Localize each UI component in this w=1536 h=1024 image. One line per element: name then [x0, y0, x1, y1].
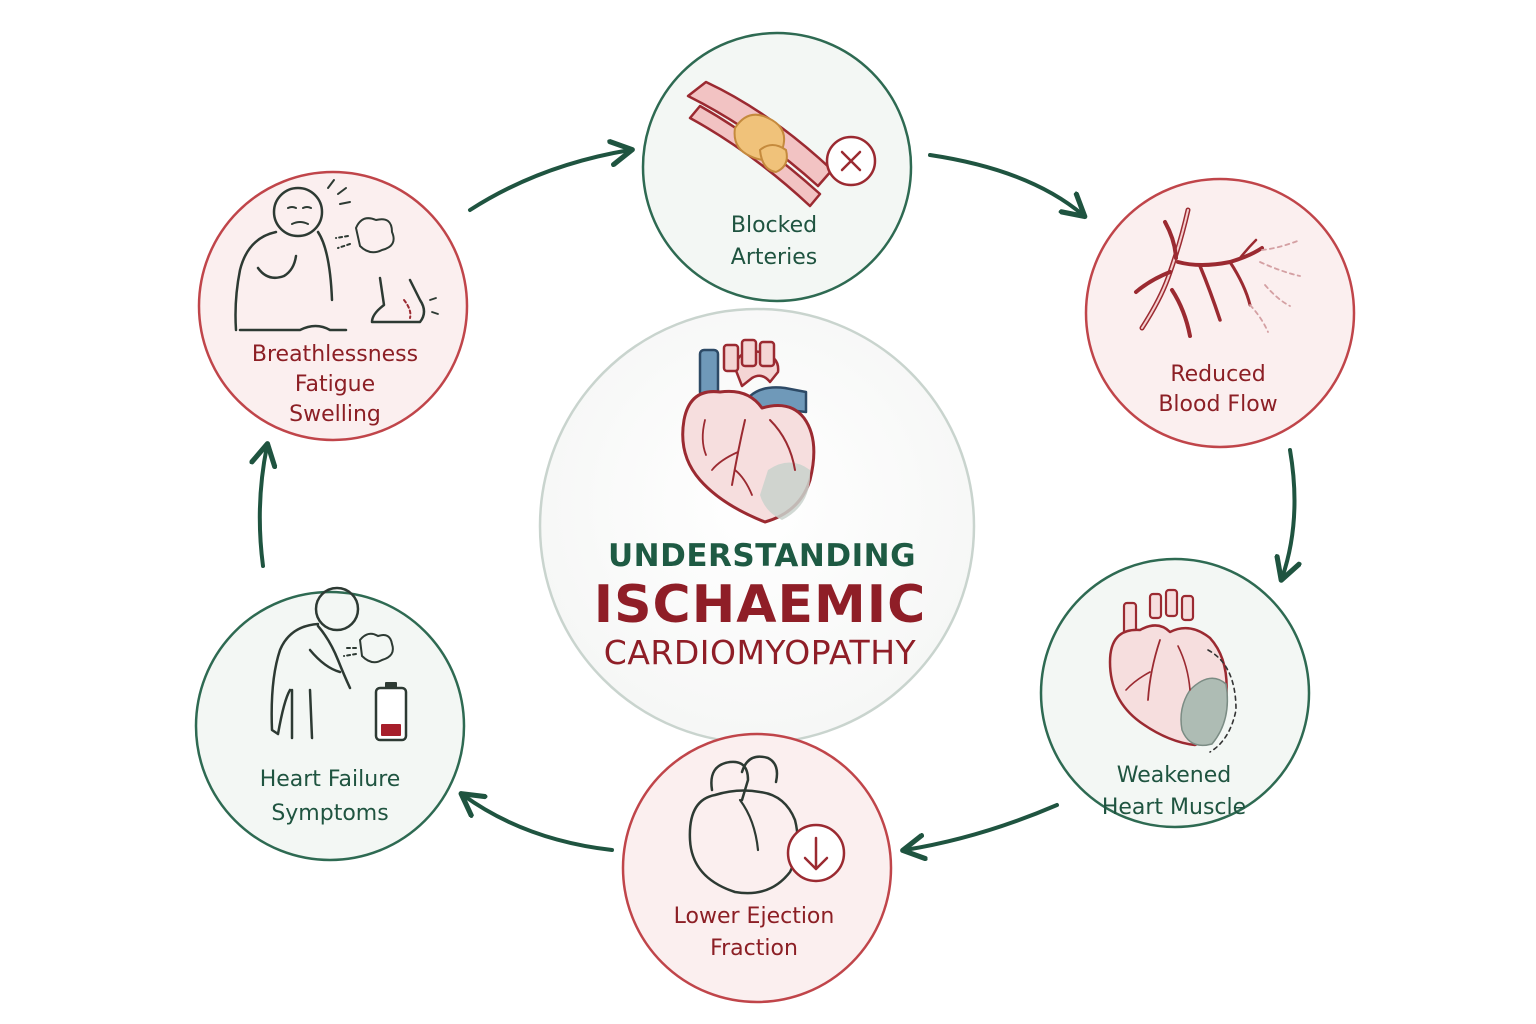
stage-label-line: Lower Ejection [674, 904, 835, 929]
breathless-person-swollen-foot-icon [234, 179, 439, 332]
center-title-line-3: CARDIOMYOPATHY [604, 633, 917, 672]
stage-reduced-blood-flow: Reduced Blood Flow [1084, 177, 1356, 449]
stage-label-line: Blood Flow [1158, 392, 1277, 417]
blocked-artery-icon [686, 80, 877, 208]
arrow-symptoms-to-blocked [468, 150, 630, 212]
stage-symptom-list: Breathlessness Fatigue Swelling [197, 170, 469, 442]
stage-heart-failure-symptoms: Heart Failure Symptoms [194, 586, 466, 862]
arrow-weakened-to-ejection [905, 803, 1059, 850]
stage-lower-ejection-fraction: Lower Ejection Fraction [621, 732, 893, 1004]
stage-label-line: Heart Failure [260, 767, 401, 792]
arrow-failure-to-symptoms [260, 446, 267, 568]
arrow-blocked-to-reduced [928, 153, 1083, 215]
damaged-heart-icon [1108, 588, 1237, 753]
arrow-reduced-to-weakened [1282, 448, 1295, 578]
stage-label-line: Symptoms [271, 801, 388, 826]
stage-label-line: Breathlessness [252, 342, 418, 367]
heart-down-arrow-icon [688, 755, 846, 895]
center-panel: UNDERSTANDING ISCHAEMIC CARDIOMYOPATHY [538, 307, 976, 745]
stage-label-line: Arteries [731, 245, 817, 270]
stage-label-line: Weakened [1117, 763, 1231, 788]
cycle-arrows [260, 150, 1295, 850]
stage-label-line: Reduced [1170, 362, 1265, 387]
stage-label-line: Fraction [710, 936, 798, 961]
stage-label-line: Swelling [289, 402, 381, 427]
stage-label-line: Fatigue [295, 372, 375, 397]
stage-label-line: Heart Muscle [1102, 795, 1246, 820]
center-title-line-2: ISCHAEMIC [594, 575, 927, 635]
stage-blocked-arteries: Blocked Arteries [641, 31, 913, 303]
stage-label-line: Blocked [731, 213, 817, 238]
arrow-ejection-to-failure [463, 795, 614, 852]
stage-weakened-heart-muscle: Weakened Heart Muscle [1039, 557, 1311, 829]
center-title-line-1: UNDERSTANDING [608, 538, 916, 574]
anatomical-heart-icon [681, 338, 816, 524]
branching-vessels-icon [1134, 207, 1301, 338]
tired-person-battery-icon [270, 586, 408, 742]
